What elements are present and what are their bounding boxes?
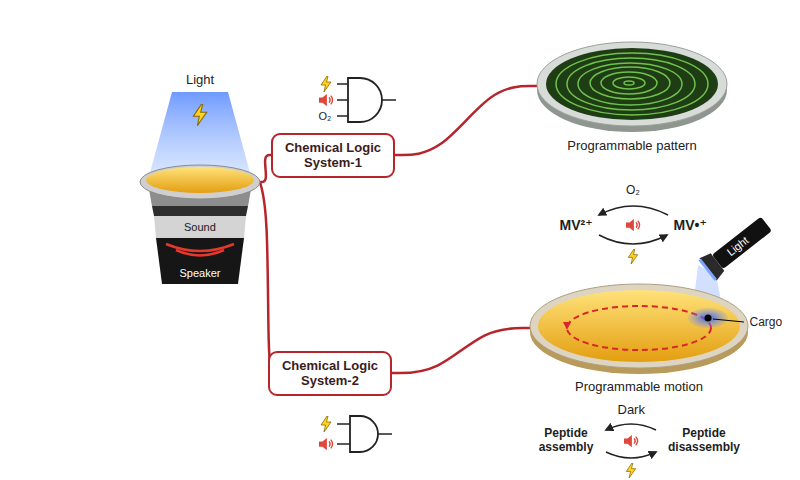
motion-dish	[528, 282, 750, 378]
light-icon	[193, 104, 206, 125]
pattern-dish	[535, 38, 729, 138]
light-icon	[628, 249, 637, 264]
node-caption: Programmable pattern	[535, 138, 729, 153]
flashlight	[698, 213, 775, 282]
species-label: MV²⁺	[560, 217, 593, 234]
motion-arrow	[563, 322, 571, 330]
flashlight-label: Light	[724, 234, 751, 259]
dish-rim	[140, 165, 260, 199]
peptide-cycle	[606, 424, 656, 458]
box-text: Chemical Logic System-1	[281, 140, 385, 171]
sound-icon	[626, 219, 640, 231]
and-gate-1	[337, 78, 396, 122]
motion-path	[567, 306, 711, 350]
redox-cycle	[599, 206, 668, 244]
condition-label: O₂	[626, 183, 640, 197]
leader-line	[713, 319, 744, 322]
light-label: Light	[186, 72, 214, 88]
dish-liquid	[538, 290, 740, 362]
logic-box: Chemical Logic System-2	[268, 351, 392, 396]
box-text: Chemical Logic System-2	[278, 358, 382, 389]
sound-icon	[624, 435, 638, 447]
sound-icon	[319, 94, 333, 106]
light-icon	[321, 76, 331, 92]
cargo-dot	[705, 315, 712, 322]
light-spot	[688, 308, 728, 328]
state-label: Peptide assembly	[533, 426, 599, 455]
pattern-dish: Programmable pattern	[535, 38, 729, 153]
ring-pattern	[556, 53, 708, 115]
and-gate-2	[337, 416, 392, 452]
speaker-ring	[152, 206, 248, 216]
sound-label: Sound	[184, 221, 216, 234]
connector-line	[392, 328, 530, 373]
condition-label: Dark	[618, 402, 645, 418]
dish-liquid	[546, 48, 718, 120]
sound-icon	[319, 438, 333, 450]
gate-input: O₂	[319, 110, 332, 123]
connector-line	[260, 155, 271, 182]
connector-line	[260, 182, 271, 373]
node-caption: Programmable motion	[528, 379, 750, 394]
dish-rim	[530, 284, 748, 368]
sound-wave	[176, 250, 224, 256]
dish-liquid	[146, 167, 254, 193]
callout-label: Cargo	[750, 315, 783, 329]
state-label: Peptide disassembly	[662, 426, 746, 455]
speaker-ring	[154, 216, 246, 238]
dish-side	[530, 290, 748, 374]
light-icon	[626, 463, 635, 478]
speaker-body	[156, 238, 244, 284]
node-caption: Speaker	[180, 267, 221, 279]
dish-rim	[537, 42, 727, 126]
light-icon	[321, 416, 331, 432]
logic-box: Chemical Logic System-1	[271, 133, 395, 178]
species-label: MV•⁺	[674, 217, 707, 234]
motion-dish: Programmable motion	[528, 282, 750, 394]
connector-line	[395, 86, 537, 155]
